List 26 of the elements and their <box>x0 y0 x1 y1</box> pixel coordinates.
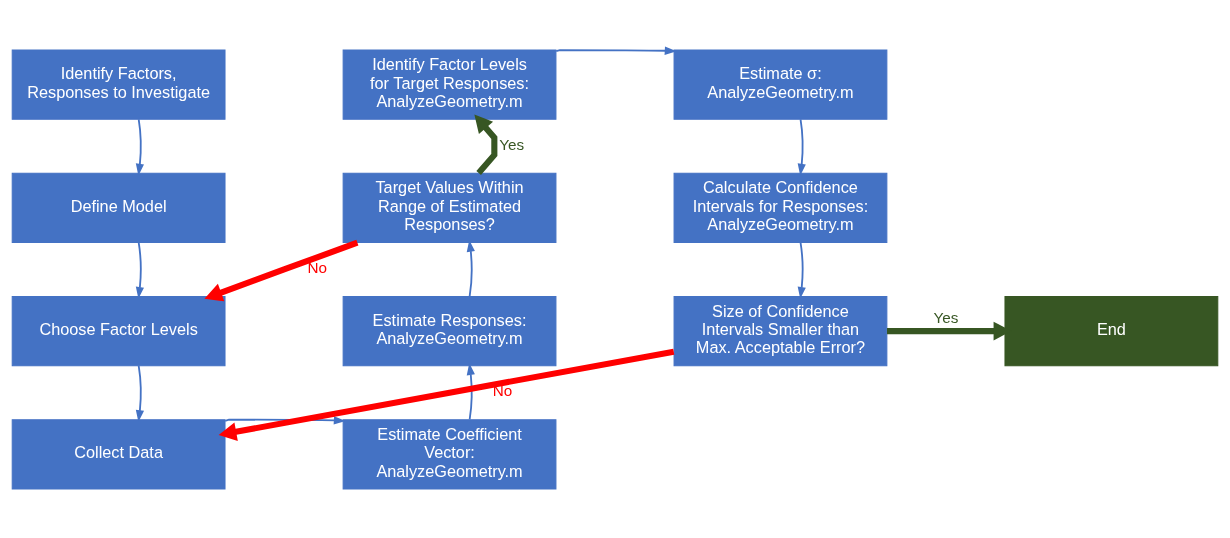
node-box: Estimate Coefficient Vector: AnalyzeGeometry.m <box>342 418 557 489</box>
arrow <box>218 348 675 441</box>
node-box: Size of Confidence Intervals Smaller than Max. Acceptable Error? <box>673 295 888 366</box>
arrow <box>466 362 475 420</box>
edge-label: Yes <box>499 135 525 153</box>
arrow <box>474 114 498 175</box>
edge-label: Yes <box>933 308 959 326</box>
node-box: Identify Factors, Responses to Investigate <box>11 49 226 120</box>
node-box: Choose Factor Levels <box>11 295 226 366</box>
node-box: Target Values Within Range of Estimated Responses? <box>342 172 557 243</box>
node-box: End <box>1004 295 1219 366</box>
arrow <box>135 241 145 299</box>
node-box: Estimate σ: AnalyzeGeometry.m <box>673 49 888 120</box>
edge-label: No <box>307 258 327 276</box>
node-box: Calculate Confidence Intervals for Responses: AnalyzeGeometry.m <box>673 172 888 243</box>
node-box: Identify Factor Levels for Target Responses: AnalyzeGeometry.m <box>342 49 557 120</box>
arrow <box>797 118 806 176</box>
arrow <box>555 46 677 55</box>
arrow <box>135 118 145 176</box>
arrow <box>797 241 806 299</box>
edge-label: No <box>492 381 513 399</box>
arrow <box>135 364 145 422</box>
node-box: Define Model <box>11 172 226 243</box>
node-box: Estimate Responses: AnalyzeGeometry.m <box>342 295 557 366</box>
node-box: Collect Data <box>11 418 226 489</box>
arrow <box>204 239 359 301</box>
